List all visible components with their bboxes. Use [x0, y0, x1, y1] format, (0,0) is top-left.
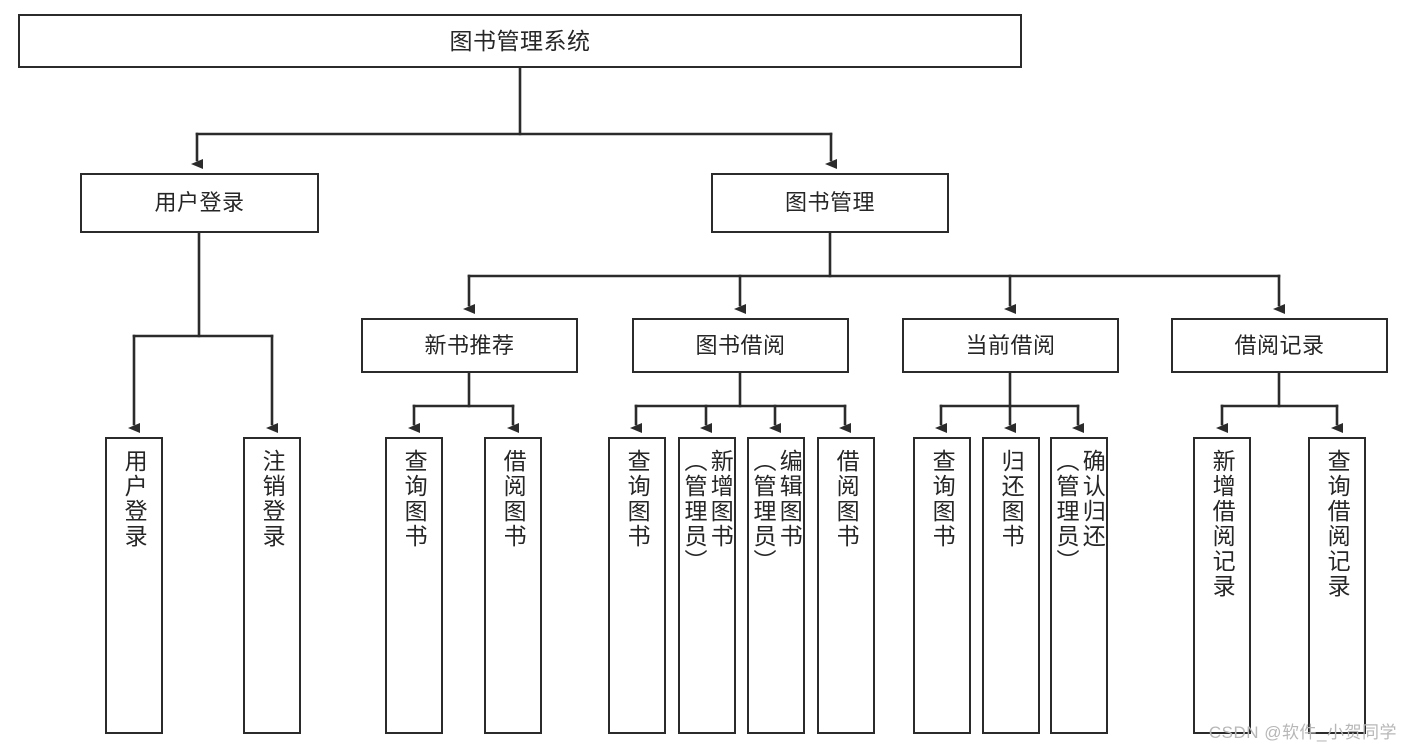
node-label: 新增图书 （管理员） — [681, 449, 734, 574]
node-label: 新增借阅记录 — [1209, 449, 1236, 599]
node-label: 查询借阅记录 — [1324, 449, 1351, 599]
node-label: 借阅记录 — [1234, 332, 1325, 358]
node-book-manage[interactable]: 图书管理 — [711, 173, 949, 233]
node-label: 查询图书 — [624, 449, 651, 549]
node-label: 当前借阅 — [965, 332, 1056, 358]
node-new-book-recommend[interactable]: 新书推荐 — [361, 318, 578, 373]
leaf-confirm-return-admin[interactable]: 确认归还 （管理员） — [1050, 437, 1108, 734]
node-book-borrow[interactable]: 图书借阅 — [632, 318, 849, 373]
node-label: 图书管理系统 — [449, 27, 591, 54]
leaf-query-borrow-record[interactable]: 查询借阅记录 — [1308, 437, 1366, 734]
node-label: 图书管理 — [784, 190, 875, 216]
leaf-add-borrow-record[interactable]: 新增借阅记录 — [1193, 437, 1251, 734]
node-label: 编辑图书 （管理员） — [750, 449, 803, 574]
node-user-login[interactable]: 用户登录 — [80, 173, 319, 233]
node-label: 查询图书 — [929, 449, 956, 549]
leaf-query-book-recommend[interactable]: 查询图书 — [385, 437, 443, 734]
node-label: 归还图书 — [998, 449, 1025, 549]
leaf-return-book[interactable]: 归还图书 — [982, 437, 1040, 734]
node-label: 新书推荐 — [424, 332, 515, 358]
watermark-text: CSDN @软件_小贺同学 — [1208, 723, 1397, 742]
leaf-query-book-current[interactable]: 查询图书 — [913, 437, 971, 734]
node-label: 借阅图书 — [500, 449, 527, 549]
leaf-user-login[interactable]: 用户登录 — [105, 437, 163, 734]
node-label: 查询图书 — [401, 449, 428, 549]
leaf-borrow-book[interactable]: 借阅图书 — [817, 437, 875, 734]
node-borrow-record[interactable]: 借阅记录 — [1171, 318, 1388, 373]
node-label: 注销登录 — [259, 449, 286, 549]
node-label: 借阅图书 — [833, 449, 860, 549]
leaf-add-book-admin[interactable]: 新增图书 （管理员） — [678, 437, 736, 734]
node-label: 用户登录 — [121, 449, 148, 549]
node-label: 确认归还 （管理员） — [1053, 449, 1106, 574]
node-label: 用户登录 — [154, 190, 245, 216]
leaf-logout[interactable]: 注销登录 — [243, 437, 301, 734]
leaf-query-book-borrow[interactable]: 查询图书 — [608, 437, 666, 734]
node-root-system[interactable]: 图书管理系统 — [18, 14, 1022, 68]
leaf-borrow-book-recommend[interactable]: 借阅图书 — [484, 437, 542, 734]
node-current-borrow[interactable]: 当前借阅 — [902, 318, 1119, 373]
leaf-edit-book-admin[interactable]: 编辑图书 （管理员） — [747, 437, 805, 734]
node-label: 图书借阅 — [695, 332, 786, 358]
